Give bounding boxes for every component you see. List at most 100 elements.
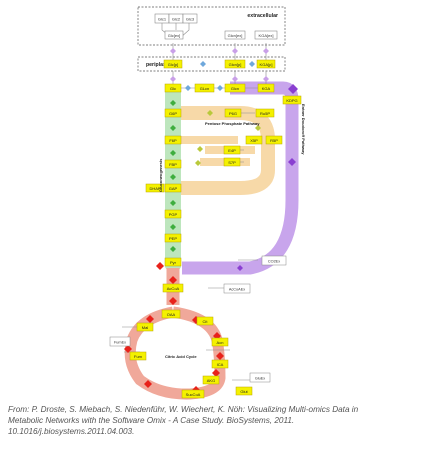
metabolic-network-diagram: extracellular periplasm [109,6,306,400]
caption-line-1: From: P. Droste, S. Miebach, S. Niedenfü… [8,405,359,414]
reaction-g6p-f6p-diamond [170,125,176,131]
caption-line-2: Metabolic Networks with the Software Omi… [8,416,295,425]
reaction-glc-transport-diamond [170,48,176,54]
metabolite-s7p[interactable]: S7P [223,157,241,167]
metabolite-pyr[interactable]: Pyr [164,257,182,267]
metabolite-glc[interactable]: Glc [164,83,182,93]
svg-text:KDPG: KDPG [286,98,297,103]
metabolite-fbp[interactable]: FBP [164,159,182,169]
svg-text:Acn: Acn [217,340,224,345]
metabolite-glcn-p[interactable]: Glcn[p] [224,59,246,69]
reaction-ed-1-diamond [288,158,296,166]
figure-caption: From: P. Droste, S. Miebach, S. Niedenfü… [8,404,420,437]
reaction-f6p-fbp-diamond [170,150,176,156]
reaction-fum-mal-diamond [124,345,132,353]
reaction-glcn-transport-diamond [232,48,238,54]
caption-line-3: 10.1016/j.biosystems.2011.04.003. [8,427,135,436]
metabolite-kga-p[interactable]: KGA[p] [256,59,276,69]
metabolite-cit[interactable]: Cit [196,316,214,326]
ppp-band-inner [181,136,255,166]
metabolite-glc3[interactable]: Glc3 [182,13,198,24]
svg-text:GluEx: GluEx [255,377,265,381]
metabolite-accoa[interactable]: AcCoA [162,283,184,293]
reaction-ppp-4-diamond [195,160,201,166]
reaction-pgp-pep-diamond [170,224,176,230]
reaction-pep-pyr-diamond [170,246,176,252]
metabolite-ru5p[interactable]: Ru5P [255,108,275,118]
reaction-uptake-3-diamond [263,76,269,82]
reaction-pyr-accoa-diamond [169,276,177,284]
metabolites: Glc1 Glc2 Glc3 Glc[ex] Glcn[ex] KGA[ex] … [129,13,302,399]
svg-text:Pyr: Pyr [170,260,177,265]
metabolite-succoa[interactable]: SucCoA [181,389,205,399]
reaction-ed-entry-diamond [288,84,298,94]
metabolite-oaa[interactable]: OAA [161,309,181,319]
metabolite-glut[interactable]: Glut [235,386,253,396]
svg-text:PGP: PGP [169,212,178,217]
metabolite-p6g[interactable]: P6G [224,108,242,118]
svg-text:R5P: R5P [270,138,278,143]
metabolite-g6p[interactable]: G6P [164,108,182,118]
metabolite-f6p[interactable]: F6P [164,135,182,145]
metabolite-glc2[interactable]: Glc2 [168,13,184,24]
reaction-gap-pgp-diamond [170,200,176,206]
metabolite-glc-ex[interactable]: Glc[ex] [164,30,184,40]
exchange-gluex[interactable]: GluEx [249,372,271,383]
metabolite-ica[interactable]: ICA [211,359,229,369]
svg-text:GAP: GAP [169,186,178,191]
svg-text:PEP: PEP [169,236,177,241]
metabolite-glcn-lactone[interactable]: GLcn [194,83,215,93]
reaction-ppp-2-diamond [255,125,261,131]
svg-text:S7P: S7P [228,160,236,165]
metabolite-glc-p[interactable]: Glc[p] [163,59,183,69]
metabolite-e4p[interactable]: E4P [223,145,241,155]
metabolite-fum[interactable]: Fum [129,351,147,361]
metabolite-r5p[interactable]: R5P [265,135,283,145]
svg-text:Glc3: Glc3 [186,17,195,22]
svg-text:E4P: E4P [228,148,236,153]
ed-title: Entner Doudoroff Pathway [301,104,306,155]
exchange-fumex[interactable]: FumEx [109,336,131,347]
metabolite-glcn-ex[interactable]: Glcn[ex] [224,30,246,40]
metabolite-x5p[interactable]: X5P [245,135,263,145]
svg-text:Glc2: Glc2 [172,17,181,22]
reaction-uptake-2-diamond [232,76,238,82]
metabolite-glc1[interactable]: Glc1 [154,13,170,24]
exchange-labels: CO2Ex AcCoAEx FumEx GluEx [109,255,287,383]
reaction-glcn-cyto-diamond [217,85,223,91]
svg-text:KGA[p]: KGA[p] [260,62,273,67]
pathway-bands [124,81,299,400]
svg-text:Glut: Glut [240,389,248,394]
reaction-ppp-3-diamond [197,146,203,152]
metabolite-dhap[interactable]: DHAP [145,183,165,193]
metabolite-kga[interactable]: KGA [257,83,275,93]
metabolite-pep[interactable]: PEP [164,233,182,243]
svg-text:Glcn[p]: Glcn[p] [229,62,242,67]
metabolite-kga-ex[interactable]: KGA[ex] [254,30,278,40]
metabolite-mal[interactable]: Mal [136,322,154,332]
svg-text:Fum: Fum [134,354,143,359]
exchange-accoaex[interactable]: AcCoAEx [223,283,251,294]
reaction-ica-akg-diamond [212,369,220,377]
svg-text:X5P: X5P [250,138,258,143]
reaction-ppp-1-diamond [207,110,213,116]
svg-text:AKG: AKG [207,378,215,383]
metabolite-glcn[interactable]: Glcn [224,83,246,93]
metabolite-gap[interactable]: GAP [164,183,182,193]
svg-text:Glc1: Glc1 [158,17,167,22]
metabolite-pgp[interactable]: PGP [164,209,182,219]
periplasm-label: periplasm [146,62,171,68]
exchange-co2ex[interactable]: CO2Ex [261,255,287,266]
metabolite-acn[interactable]: Acn [211,337,229,347]
svg-text:Cit: Cit [203,319,209,324]
reaction-acn-ica-diamond [216,352,224,360]
metabolite-kdpg[interactable]: KDPG [282,95,302,105]
metabolite-akg[interactable]: AKG [202,375,220,385]
svg-text:P6G: P6G [229,111,237,116]
pathway-titles: Pentose Phosphate Pathway Entner Doudoro… [158,104,306,359]
reaction-side-1-diamond [156,262,164,270]
svg-text:Glc[ex]: Glc[ex] [168,33,180,38]
tca-title: Citric Acid Cycle [165,354,197,359]
svg-text:KGA: KGA [262,86,271,91]
svg-text:OAA: OAA [167,312,176,317]
